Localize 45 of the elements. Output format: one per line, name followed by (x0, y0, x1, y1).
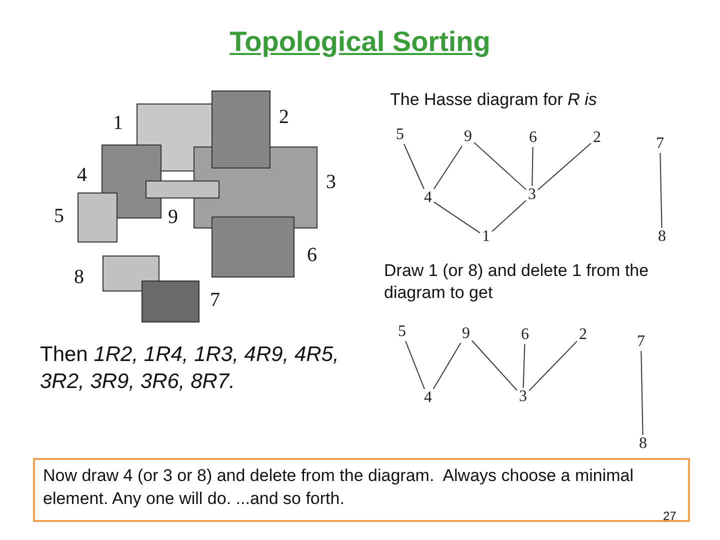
hasse-element: 3 (526, 186, 538, 204)
hasse-element: 8 (637, 435, 649, 453)
hasse-element: 5 (396, 323, 408, 341)
rectangle-number: 9 (168, 207, 178, 227)
hasse-element: 2 (577, 326, 589, 344)
hasse-element: 1 (480, 228, 492, 246)
hasse-edge (434, 202, 480, 234)
hasse-element: 4 (422, 189, 434, 207)
hasse-edge (432, 342, 462, 390)
hasse-edge (492, 200, 526, 232)
hasse-element: 9 (460, 325, 472, 343)
hasse-element: 2 (591, 129, 603, 147)
hasse-element: 3 (517, 388, 529, 406)
hasse-edge (640, 350, 644, 436)
hasse-element: 8 (656, 228, 668, 246)
rectangle-number: 2 (279, 107, 289, 127)
rectangle-number: 8 (74, 267, 84, 287)
hasse-element: 4 (422, 389, 434, 407)
hasse-edge (472, 340, 518, 391)
hasse-edge (404, 144, 424, 190)
rectangle-number: 6 (307, 245, 317, 265)
hasse-edge (532, 146, 534, 186)
slide-text: Then 1R2, 1R4, 1R3, 4R9, 4R5, 3R2, 3R9, 3R6, 8R7. (40, 342, 340, 396)
hasse-edge (474, 142, 526, 190)
slide-text: Draw 1 (or 8) and delete 1 from the diagram to get (384, 260, 649, 304)
rectangle-number: 1 (113, 113, 123, 133)
rectangle-number: 7 (210, 290, 220, 310)
rectangle-number: 3 (326, 172, 336, 192)
page-number: 27 (663, 509, 676, 525)
hasse-edge (660, 152, 662, 228)
hasse-element: 7 (654, 135, 666, 153)
rectangle-number: 4 (77, 165, 87, 185)
hasse-edge (405, 340, 425, 390)
slide-title: Topological Sorting (230, 26, 490, 58)
hasse-edge (538, 142, 592, 190)
hasse-element: 7 (635, 333, 647, 351)
hasse-edge (522, 344, 526, 388)
hasse-element: 5 (394, 126, 406, 144)
hasse-element: 6 (519, 326, 531, 344)
hasse-edge (528, 340, 578, 392)
slide-text: The Hasse diagram for R is (390, 89, 597, 111)
hasse-element: 6 (527, 129, 539, 147)
hasse-element: 9 (462, 128, 474, 146)
hasse-edge (433, 146, 463, 190)
rectangle-number: 5 (54, 206, 64, 226)
